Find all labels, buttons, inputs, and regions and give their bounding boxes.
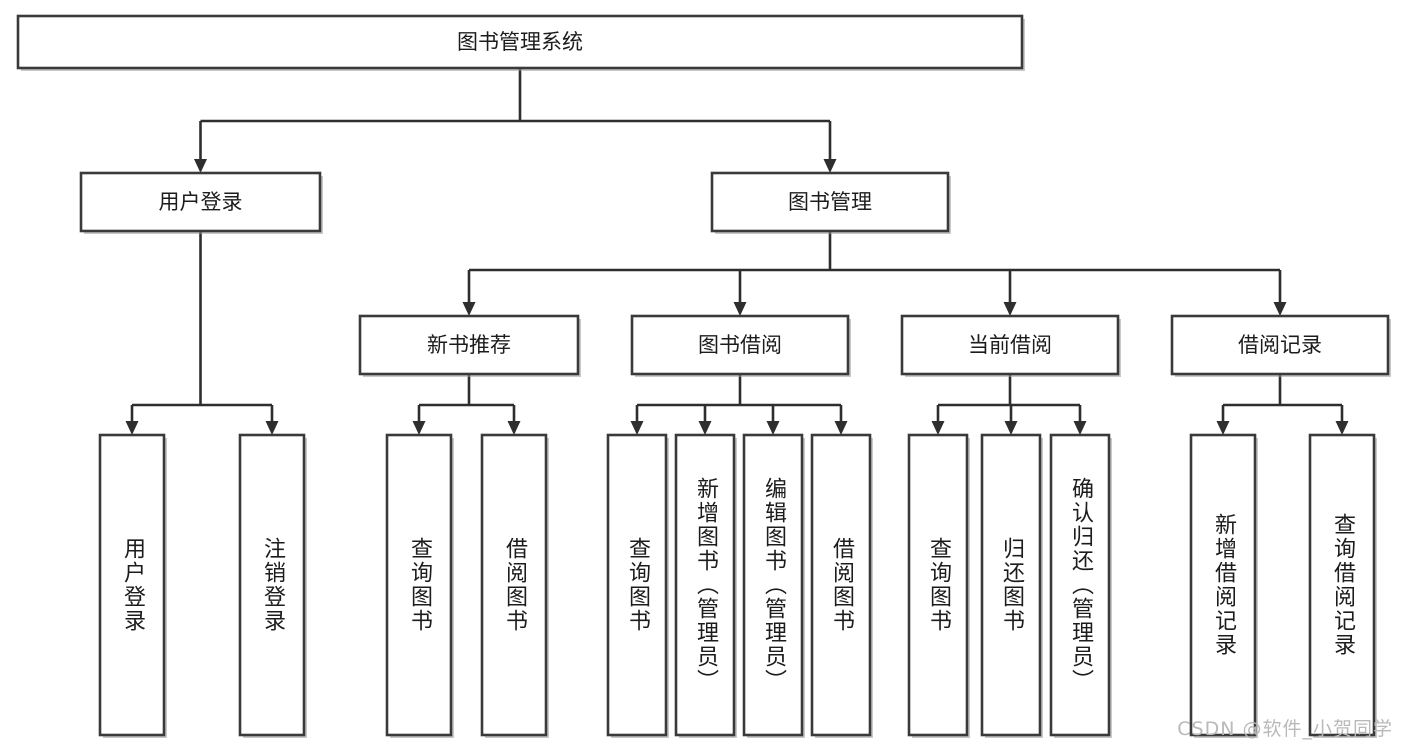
arrow-head-icon <box>1335 421 1349 435</box>
arrow-head-icon <box>194 159 207 173</box>
node-book-borrow-box[interactable] <box>630 314 850 376</box>
node-leaf-query-book-rec-box[interactable] <box>385 433 453 737</box>
node-leaf-return-book-box[interactable] <box>980 433 1042 737</box>
box-layer <box>16 14 1391 738</box>
watermark-text: CSDN @软件_小贺同学 <box>1177 718 1393 740</box>
node-borrow-record-box[interactable] <box>1170 314 1390 376</box>
node-leaf-edit-book-admin-box[interactable] <box>742 433 804 737</box>
arrow-head-icon <box>931 421 945 435</box>
arrow-head-icon <box>1273 302 1287 316</box>
node-root-label: 图书管理系统 <box>457 30 583 54</box>
node-borrow-record-label: 借阅记录 <box>1238 333 1322 357</box>
arrow-head-icon <box>698 421 712 435</box>
node-new-book-recommend-label: 新书推荐 <box>427 333 511 357</box>
arrow-head-icon <box>265 421 279 435</box>
arrow-head-icon <box>412 421 426 435</box>
node-current-borrow-label: 当前借阅 <box>968 333 1052 357</box>
arrow-head-icon <box>1004 421 1018 435</box>
node-leaf-user-login-box[interactable] <box>98 433 166 737</box>
arrow-head-icon <box>766 421 780 435</box>
node-leaf-query-book-cur-box[interactable] <box>907 433 969 737</box>
arrow-head-icon <box>1073 421 1087 435</box>
arrow-head-icon <box>125 421 139 435</box>
node-leaf-borrow-book-bor-box[interactable] <box>810 433 872 737</box>
node-leaf-add-book-admin-box[interactable] <box>674 433 736 737</box>
node-current-borrow-box[interactable] <box>900 314 1120 376</box>
node-user-login-label: 用户登录 <box>159 190 243 214</box>
node-book-borrow-label: 图书借阅 <box>698 333 782 357</box>
arrow-head-icon <box>1216 421 1230 435</box>
connector-layer <box>125 68 1349 435</box>
node-leaf-query-book-bor-box[interactable] <box>606 433 668 737</box>
arrow-head-icon <box>834 421 848 435</box>
arrow-head-icon <box>507 421 521 435</box>
node-book-manage-label: 图书管理 <box>788 190 872 214</box>
arrow-head-icon <box>1003 302 1017 316</box>
node-leaf-confirm-return-admin-box[interactable] <box>1049 433 1111 737</box>
node-leaf-user-logout-box[interactable] <box>238 433 306 737</box>
node-user-login-box[interactable] <box>79 171 322 233</box>
node-new-book-recommend-box[interactable] <box>358 314 580 376</box>
arrow-head-icon <box>462 302 476 316</box>
node-root-box[interactable] <box>16 14 1024 70</box>
arrow-head-icon <box>823 159 837 173</box>
node-leaf-add-borrow-record-box[interactable] <box>1189 433 1257 737</box>
node-leaf-query-borrow-record-box[interactable] <box>1308 433 1376 737</box>
node-leaf-borrow-book-rec-box[interactable] <box>480 433 548 737</box>
node-book-manage-box[interactable] <box>710 171 950 233</box>
arrow-head-icon <box>630 421 644 435</box>
arrow-head-icon <box>733 302 747 316</box>
